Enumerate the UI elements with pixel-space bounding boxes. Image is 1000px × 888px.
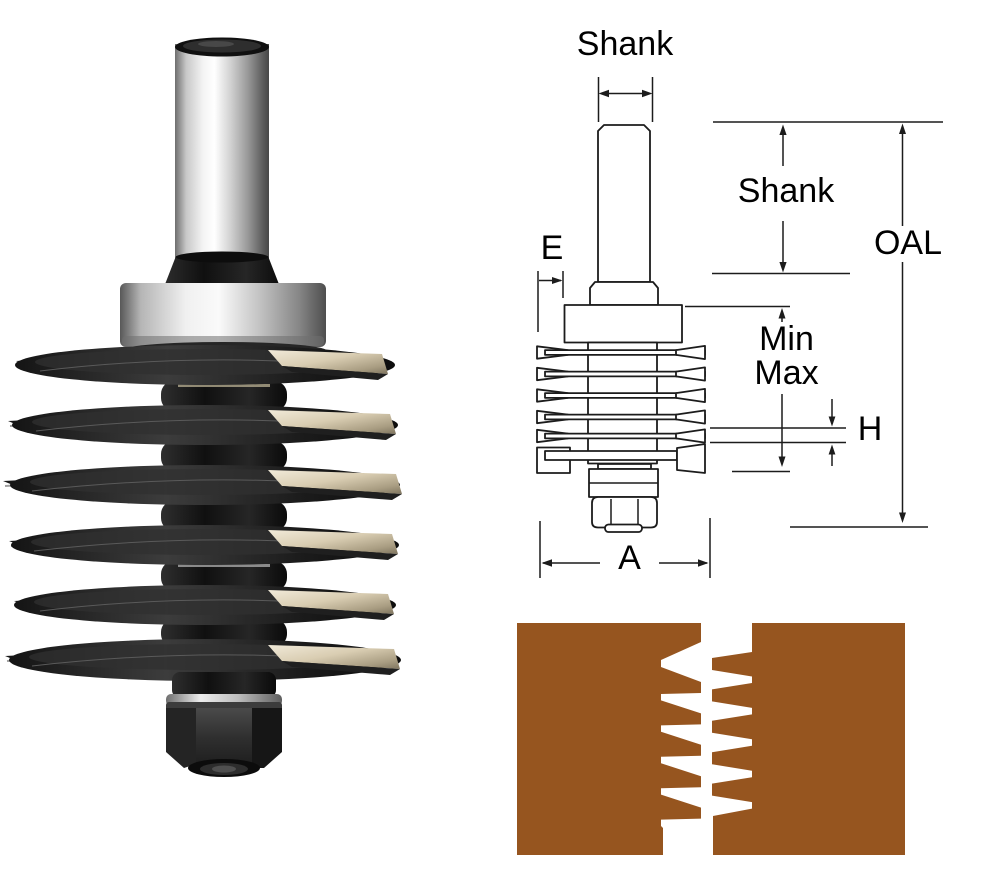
photo-shank xyxy=(175,37,269,262)
dim-diameter xyxy=(539,518,711,578)
dim-cutter-height xyxy=(710,399,853,466)
joint-left-board xyxy=(517,623,701,855)
diagram-cutter-row xyxy=(536,345,706,360)
photo-cutter-stack xyxy=(3,345,402,681)
cutter-disc xyxy=(14,585,396,625)
dimension-diagram xyxy=(536,77,943,578)
diagram-cutter-row-bottom xyxy=(536,443,706,474)
dim-shank-width xyxy=(597,77,654,122)
cutter-disc xyxy=(3,465,402,505)
label-diameter: A xyxy=(600,540,659,577)
dim-overall-length xyxy=(790,123,928,528)
diagram-cutter-row xyxy=(536,388,706,403)
dim-shank-length xyxy=(712,121,943,275)
diagram-cutter-row xyxy=(536,428,706,444)
dim-edge-offset xyxy=(537,271,564,332)
router-bit-photo xyxy=(3,37,402,777)
diagram-cutter-row xyxy=(536,366,706,382)
diagram-cutter-row xyxy=(536,409,706,425)
label-cut-max: Max xyxy=(722,355,851,392)
cutter-disc xyxy=(8,405,398,445)
label-overall-length: OAL xyxy=(866,225,950,262)
label-shank-length: Shank xyxy=(714,173,858,210)
joint-right-board xyxy=(712,623,905,855)
finger-joint-illustration xyxy=(517,623,905,855)
cutter-disc xyxy=(15,345,395,385)
label-edge-offset: E xyxy=(528,230,576,267)
photo-spacers xyxy=(161,381,287,647)
label-shank-width: Shank xyxy=(563,26,687,63)
photo-arbor-nut xyxy=(166,672,282,777)
diagram-dimensions xyxy=(537,77,943,578)
diagram-bit-outline xyxy=(536,124,706,533)
cutter-disc xyxy=(5,639,401,681)
cutter-disc xyxy=(9,525,399,565)
label-cut-min: Min xyxy=(722,321,851,358)
label-cutter-height: H xyxy=(846,411,894,448)
